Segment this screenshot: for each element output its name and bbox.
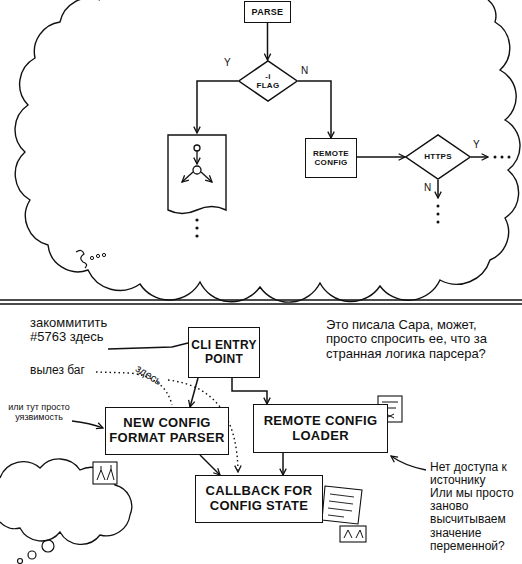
branch-label: Y <box>473 139 487 150</box>
connector <box>200 455 220 475</box>
continuation-dot <box>501 156 504 159</box>
yes-branch-line <box>197 81 238 133</box>
node-text: CALLBACK FOR CONFIG STATE <box>197 484 321 514</box>
process-box: REMOTE CONFIG LOADER <box>253 404 388 453</box>
doodle <box>340 526 366 542</box>
continuation-dot <box>508 156 511 159</box>
annotation: Или мы просто заново высчитываем значени… <box>430 487 518 553</box>
process-box: REMOTE CONFIG <box>305 138 357 178</box>
node-text: NEW CONFIG FORMAT PARSER <box>108 416 226 446</box>
thought-dot <box>28 551 36 559</box>
annotation: закоммитить #5763 здесь <box>30 316 142 345</box>
sketch-line <box>201 172 212 182</box>
page-sketch <box>168 135 226 214</box>
doodle <box>93 462 117 484</box>
thought-dot <box>90 256 93 259</box>
thought-dot <box>102 253 105 256</box>
thought-dot <box>42 540 54 552</box>
diamond-shape <box>239 61 297 101</box>
sketch-line <box>182 172 193 182</box>
edge-label: N <box>301 65 308 76</box>
yes-branch-line <box>471 156 488 158</box>
continuation-dot <box>195 226 198 229</box>
panel-divider <box>0 299 522 301</box>
process-box: PARSE <box>244 1 291 23</box>
leader-arrow <box>391 456 426 470</box>
annotation: вылез баг <box>30 364 100 377</box>
continuation-dot <box>437 213 440 216</box>
continuation-dot <box>437 221 440 224</box>
process-box: NEW CONFIG FORMAT PARSER <box>105 407 229 455</box>
continuation-dot <box>195 218 198 221</box>
sketch-line <box>196 151 197 164</box>
continuation-dot <box>195 234 198 237</box>
doodle <box>344 530 363 538</box>
process-box: CLI ENTRY POINT <box>188 327 260 378</box>
paper-doodle <box>322 486 362 524</box>
annotation: Это писала Сара, может, просто спросить … <box>326 318 518 361</box>
sketch-node <box>194 145 200 151</box>
node-text: REMOTE CONFIG LOADER <box>261 414 381 444</box>
branch-label: Y <box>224 57 238 68</box>
node-text: REMOTE CONFIG <box>308 149 354 167</box>
node-text: PARSE <box>252 7 284 17</box>
continuation-dot <box>437 205 440 208</box>
connector <box>357 156 405 158</box>
annotation: Нет доступа к источнику <box>430 461 518 487</box>
branch-label: N <box>424 182 438 193</box>
paper-doodle <box>328 494 354 517</box>
thought-cloud <box>0 459 132 544</box>
thought-dot <box>96 254 99 257</box>
underline <box>108 343 188 349</box>
decision-diamond: HTTPS <box>405 134 471 180</box>
doodle <box>97 465 114 480</box>
connector <box>267 23 269 60</box>
annotation: или тут просто уязвимость <box>3 403 75 423</box>
connector <box>232 378 267 404</box>
node-text: HTTPS <box>424 152 452 161</box>
sketch-node <box>193 166 201 174</box>
process-box: CALLBACK FOR CONFIG STATE <box>195 475 323 523</box>
thought-dot <box>18 559 23 564</box>
connector <box>282 453 284 475</box>
panel-divider <box>0 303 522 305</box>
no-branch-line <box>437 180 439 198</box>
annotation: здесь <box>134 362 174 393</box>
leader-arrow <box>72 421 103 428</box>
decision-diamond: -i FLAG <box>238 60 298 102</box>
connector <box>298 81 331 138</box>
diamond-shape <box>406 135 470 179</box>
connector <box>190 378 198 407</box>
node-text: CLI ENTRY POINT <box>190 339 258 367</box>
node-text: -i FLAG <box>255 72 281 90</box>
scribble <box>76 250 87 268</box>
continuation-dot <box>494 156 497 159</box>
thought-cloud <box>15 0 520 302</box>
